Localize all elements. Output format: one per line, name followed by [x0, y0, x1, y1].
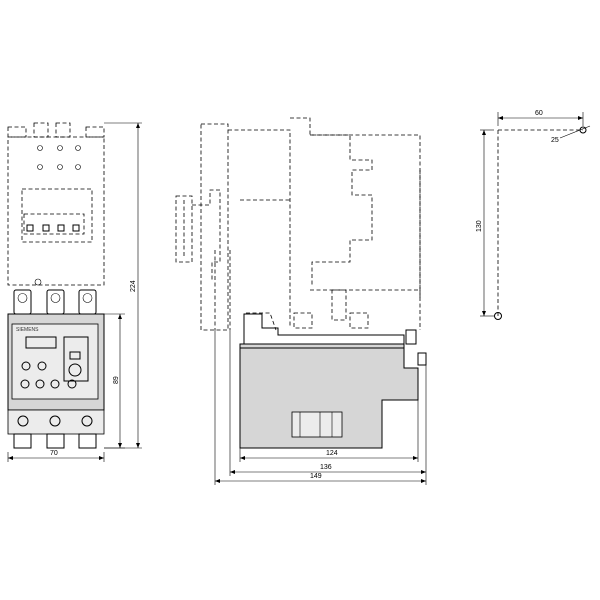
- front-total-height-dim: 224: [130, 280, 137, 292]
- clearance-horizontal-dim: 60: [535, 110, 543, 117]
- front-view: SIEMENS 70: [7, 122, 142, 462]
- terminal-lugs: [13, 289, 97, 315]
- contactor-side-outline: [175, 117, 421, 331]
- side-dim-149: 149: [310, 473, 322, 480]
- clearance-view: 60 25 130: [476, 110, 591, 320]
- front-height-dim: 89: [113, 376, 120, 384]
- clearance-vertical-dim: 130: [476, 220, 483, 232]
- front-dimensions: 70 89 224: [7, 122, 142, 462]
- side-dimensions: 124 136 149: [214, 330, 427, 485]
- relay-side-body: [239, 313, 427, 449]
- side-dim-124: 124: [326, 450, 338, 457]
- front-width-dim: 70: [50, 450, 58, 457]
- side-view: 124 136 149: [175, 117, 427, 485]
- side-dim-136: 136: [320, 464, 332, 471]
- relay-body: SIEMENS: [7, 313, 105, 449]
- contactor-outline: [7, 122, 105, 286]
- clearance-angle-dim: 25: [551, 137, 559, 144]
- brand-label: SIEMENS: [16, 327, 39, 333]
